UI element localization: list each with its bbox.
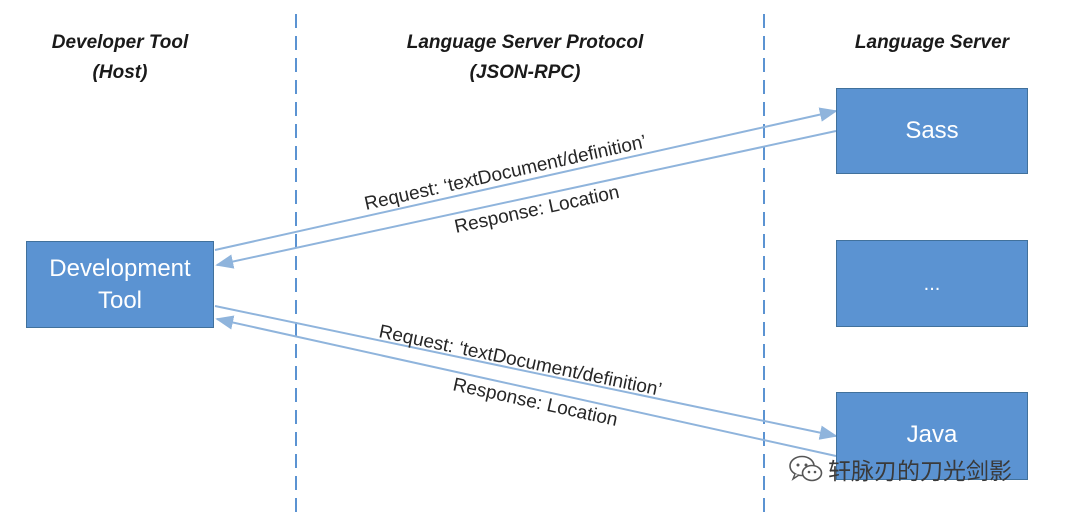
watermark: 轩脉刃的刀光剑影 — [788, 452, 1012, 486]
development-tool-box: Development Tool — [26, 241, 214, 328]
java-server-box: Java — [836, 392, 1028, 480]
java-label: Java — [906, 421, 958, 448]
ellipsis-label: ... — [923, 272, 941, 295]
column-title-protocol-line2: (JSON-RPC) — [469, 62, 581, 83]
column-title-server-line1: Language Server — [854, 32, 1010, 53]
column-title-host-line2: (Host) — [92, 62, 148, 83]
sass-label: Sass — [905, 117, 959, 144]
arrow-sass-request — [214, 107, 838, 251]
column-title-server: Language Server — [822, 28, 1042, 58]
column-title-protocol: Language Server Protocol (JSON-RPC) — [360, 28, 690, 88]
arrow-java-response — [215, 315, 837, 457]
other-server-box: ... — [836, 240, 1028, 327]
wechat-icon — [789, 455, 823, 482]
column-title-host-line1: Developer Tool — [51, 32, 189, 53]
development-tool-line2: Tool — [97, 286, 142, 314]
arrow-java-request — [214, 305, 838, 440]
arrow-sass-response — [215, 130, 837, 269]
development-tool-line1: Development — [49, 254, 191, 282]
sass-server-box: Sass — [836, 88, 1028, 174]
watermark-text: 轩脉刃的刀光剑影 — [828, 458, 1012, 484]
column-title-host: Developer Tool (Host) — [20, 28, 220, 88]
column-title-protocol-line1: Language Server Protocol — [406, 32, 644, 53]
